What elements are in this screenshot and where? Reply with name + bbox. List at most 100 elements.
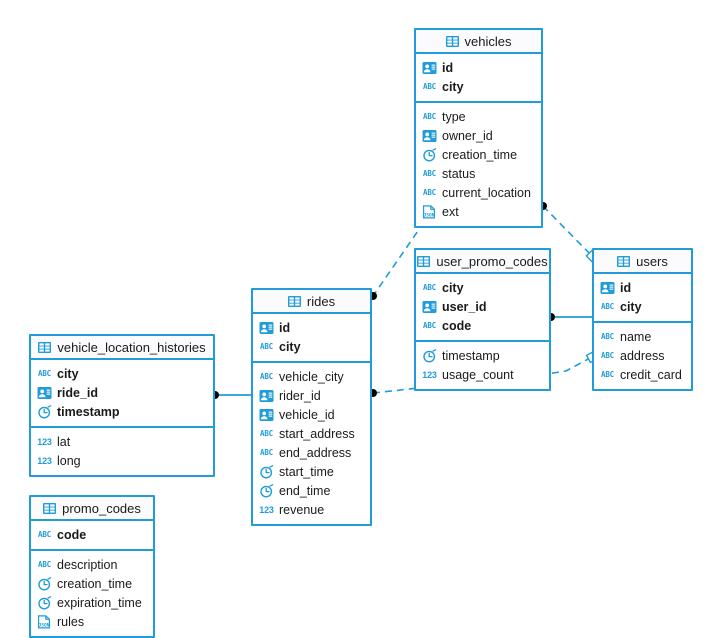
field-name: creation_time: [57, 576, 133, 591]
field-name: status: [442, 166, 476, 181]
table-header[interactable]: promo_codes: [31, 497, 153, 521]
field-row[interactable]: creation_time: [416, 145, 541, 164]
field-row[interactable]: ABC name: [594, 327, 691, 346]
svg-text:JSON: JSON: [423, 212, 434, 218]
primary-key-field-row[interactable]: user_id: [416, 297, 549, 316]
abc-icon: ABC: [423, 81, 436, 91]
number-icon: 123: [37, 436, 52, 447]
field-name: id: [620, 280, 632, 295]
field-name: name: [620, 329, 652, 344]
uuid-icon: [600, 281, 615, 295]
abc-icon: ABC: [38, 368, 51, 378]
uuid-icon: [422, 129, 437, 143]
table-header[interactable]: user_promo_codes: [416, 250, 549, 274]
table-header[interactable]: vehicles: [416, 30, 541, 54]
field-row[interactable]: rider_id: [253, 386, 370, 405]
field-name: usage_count: [442, 367, 514, 382]
table-icon: [287, 295, 301, 307]
field-row[interactable]: ABC description: [31, 555, 153, 574]
clock-icon: [37, 576, 52, 591]
field-row[interactable]: JSON rules: [31, 612, 153, 631]
abc-icon: ABC: [38, 559, 51, 569]
table-header[interactable]: users: [594, 250, 691, 274]
field-row[interactable]: JSON ext: [416, 202, 541, 221]
table-icon: [38, 341, 52, 353]
primary-key-field-row[interactable]: ABC city: [416, 77, 541, 96]
field-name: vehicle_city: [279, 369, 344, 384]
field-name: current_location: [442, 185, 531, 200]
field-row[interactable]: 123 revenue: [253, 500, 370, 519]
field-row[interactable]: start_time: [253, 462, 370, 481]
primary-key-field-row[interactable]: timestamp: [31, 402, 213, 421]
abc-icon: ABC: [423, 282, 436, 292]
field-name: revenue: [279, 502, 325, 517]
field-name: description: [57, 557, 118, 572]
field-name: start_address: [279, 426, 355, 441]
field-name: city: [442, 79, 464, 94]
field-name: rules: [57, 614, 85, 629]
field-name: address: [620, 348, 665, 363]
abc-icon: ABC: [601, 331, 614, 341]
field-row[interactable]: expiration_time: [31, 593, 153, 612]
field-name: rider_id: [279, 388, 321, 403]
field-row[interactable]: vehicle_id: [253, 405, 370, 424]
primary-key-field-row[interactable]: ride_id: [31, 383, 213, 402]
field-name: end_address: [279, 445, 352, 460]
json-icon: JSON: [37, 614, 52, 629]
table-icon: [617, 255, 631, 267]
field-row[interactable]: creation_time: [31, 574, 153, 593]
table-name: users: [636, 253, 668, 269]
field-name: start_time: [279, 464, 334, 479]
number-icon: 123: [259, 504, 274, 515]
table-name: vehicles: [464, 33, 512, 49]
relationship-line-vehicles-to-rides[interactable]: [372, 221, 421, 297]
field-row[interactable]: ABC current_location: [416, 183, 541, 202]
field-row[interactable]: timestamp: [416, 346, 549, 365]
field-name: type: [442, 109, 466, 124]
abc-icon: ABC: [423, 187, 436, 197]
json-icon: JSON: [422, 204, 437, 219]
primary-key-field-row[interactable]: id: [253, 318, 370, 337]
field-name: code: [57, 527, 87, 542]
field-row[interactable]: end_time: [253, 481, 370, 500]
uuid-icon: [259, 321, 274, 335]
field-name: timestamp: [442, 348, 500, 363]
field-name: id: [442, 60, 454, 75]
clock-icon: [259, 464, 274, 479]
table-name: vehicle_location_histories: [57, 339, 206, 355]
abc-icon: ABC: [601, 369, 614, 379]
primary-key-field-row[interactable]: id: [594, 278, 691, 297]
field-name: ext: [442, 204, 459, 219]
field-row[interactable]: owner_id: [416, 126, 541, 145]
table-header[interactable]: rides: [253, 290, 370, 314]
table-header[interactable]: vehicle_location_histories: [31, 336, 213, 360]
primary-key-field-row[interactable]: id: [416, 58, 541, 77]
